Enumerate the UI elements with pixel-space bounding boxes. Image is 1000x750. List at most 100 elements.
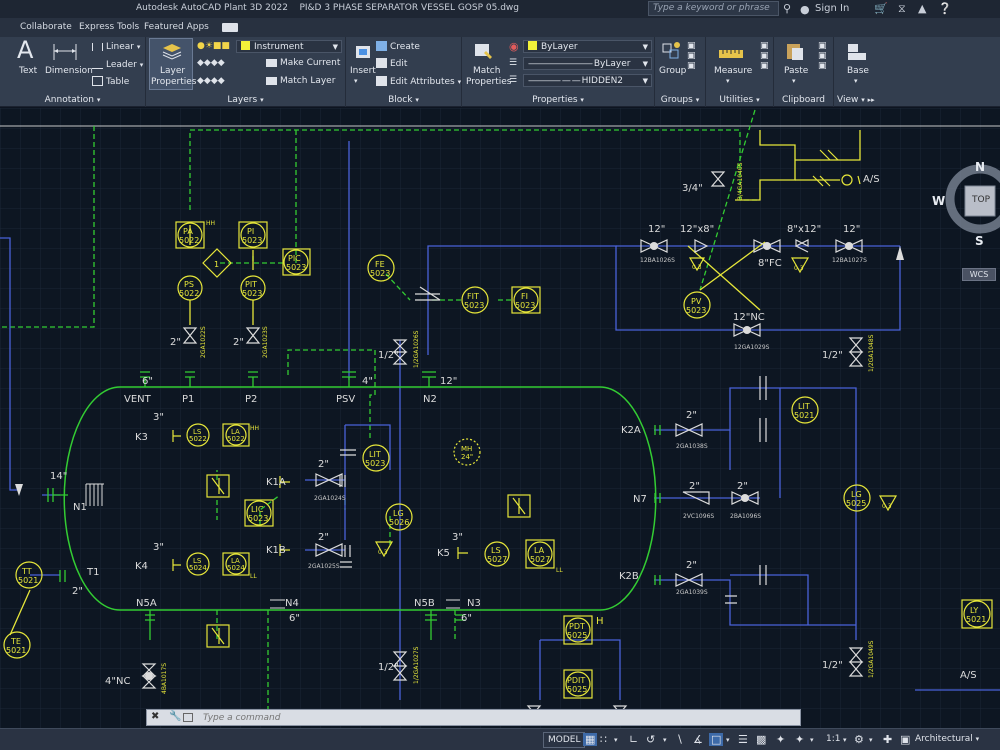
wcs-dropdown[interactable]: WCS [962, 268, 996, 281]
drawing-canvas[interactable]: VENT P1 P2 PSV N2 K3 K4 K1A K1B K5 N1 T1… [0, 108, 1000, 728]
grid-icon[interactable]: ▦ [583, 733, 598, 746]
view-panel-title[interactable]: View ▾ ▸▸ [837, 95, 875, 105]
search-icon[interactable]: ⚲ [783, 2, 792, 15]
viewcube-west[interactable]: W [932, 194, 946, 208]
tab-featured-apps[interactable]: Featured Apps [144, 22, 209, 32]
screen-icon[interactable]: ▣ [900, 733, 911, 746]
create-block-button[interactable]: Create [376, 41, 420, 52]
make-current-button[interactable]: Make Current [266, 58, 340, 68]
annotation-dropdown-icon[interactable]: ▾ [810, 736, 814, 744]
utility-tools-icons[interactable]: ▣▣▣ [760, 41, 769, 71]
tag-number: 5023 [286, 263, 306, 272]
current-layer-dropdown[interactable]: Instrument▼ [236, 40, 342, 53]
valves[interactable] [141, 171, 864, 721]
tag-pv: PV [691, 297, 702, 306]
cart-icon[interactable]: 🛒 [874, 2, 888, 15]
properties-panel-title[interactable]: Properties ▾ [532, 95, 584, 105]
snap-dropdown-icon[interactable]: ▾ [614, 736, 618, 744]
wrench-icon[interactable]: 🔧 [169, 711, 182, 722]
separator-vessel[interactable] [63, 386, 657, 611]
viewcube[interactable]: N W S TOP [932, 160, 1000, 248]
dimension-button[interactable]: Dimension [45, 66, 93, 76]
linetype-dropdown[interactable]: ———————— ByLayer▼ [523, 57, 652, 70]
lineweight-display-icon[interactable]: ☰ [738, 733, 748, 746]
user-icon[interactable]: ● [800, 3, 810, 16]
autodesk-app-icon[interactable]: ▲ [918, 2, 927, 15]
linear-button[interactable]: Linear ▾ [92, 42, 140, 52]
create-block-icon [376, 41, 387, 51]
paste-button[interactable]: Paste [784, 66, 809, 76]
groups-panel-title[interactable]: Groups ▾ [660, 95, 700, 105]
layer-tools-icons[interactable]: ◆◆◆◆ [197, 58, 225, 68]
viewcube-top-face[interactable]: TOP [972, 195, 991, 205]
close-icon[interactable]: ✖ [151, 711, 160, 722]
tag-pa: PA [183, 227, 193, 236]
leader-button[interactable]: Leader ▾ [92, 59, 143, 70]
match-layer-button[interactable]: Match Layer [266, 76, 335, 86]
snap-icon[interactable]: ∷ [600, 733, 607, 746]
paste-dropdown-icon[interactable]: ▾ [792, 77, 796, 85]
utilities-panel-title[interactable]: Utilities ▾ [719, 95, 760, 105]
edit-block-button[interactable]: Edit [376, 58, 407, 69]
annotation-scale-icon[interactable]: ✦ [795, 733, 805, 746]
scale-dropdown-icon[interactable]: ▾ [843, 736, 847, 744]
pid-drawing[interactable]: VENT P1 P2 PSV N2 K3 K4 K1A K1B K5 N1 T1… [0, 108, 1000, 728]
valve-tag: 2VC1096S [683, 513, 714, 520]
model-space-button[interactable]: MODEL [543, 732, 586, 748]
measure-button[interactable]: Measure [714, 66, 753, 76]
instrument-bubbles[interactable] [3, 149, 993, 699]
nozzle-label-p2: P2 [245, 394, 257, 405]
tag-number: 5023 [248, 514, 268, 523]
add-icon[interactable]: ✚ [883, 733, 893, 746]
command-history-icon[interactable] [183, 713, 193, 722]
tab-overflow-icon[interactable] [222, 23, 238, 32]
layer-tools-icons-2[interactable]: ◆◆◆◆ [197, 76, 225, 86]
transparency-icon[interactable]: ▩ [756, 733, 767, 746]
color-dropdown[interactable]: ByLayer▼ [523, 40, 652, 53]
layer-state-icons[interactable]: ●☀■■ [197, 41, 230, 51]
polar-dropdown-icon[interactable]: ▾ [663, 736, 667, 744]
clipboard-panel-title[interactable]: Clipboard [782, 95, 825, 105]
lineweight-dropdown[interactable]: ———— — — HIDDEN2▼ [523, 74, 652, 87]
base-button[interactable]: Base [847, 66, 869, 76]
isodraft-icon[interactable]: ∖ [676, 733, 684, 746]
insert-button[interactable]: Insert [350, 66, 376, 76]
edit-attributes-button[interactable]: Edit Attributes ▾ [376, 76, 461, 87]
match-properties-button[interactable]: Properties [466, 77, 512, 87]
annotation-panel-title[interactable]: Annotation ▾ [44, 95, 101, 105]
object-snap-tracking-icon[interactable]: ∡ [693, 733, 703, 746]
clipboard-tools-icons[interactable]: ▣▣▣ [818, 41, 827, 71]
group-button[interactable]: Group [659, 66, 687, 76]
layer-color-swatch [241, 41, 250, 50]
tag-fit: FIT [467, 292, 479, 301]
workspace-dropdown-icon[interactable]: ▾ [869, 736, 873, 744]
base-dropdown-icon[interactable]: ▾ [854, 77, 858, 85]
osnap-dropdown-icon[interactable]: ▾ [726, 736, 730, 744]
command-input[interactable] [203, 711, 793, 724]
workspace-gear-icon[interactable]: ⚙ [854, 733, 864, 746]
dimension-icon [53, 44, 77, 60]
title-bar: Autodesk AutoCAD Plant 3D 2022 PI&D 3 PH… [0, 0, 1000, 18]
marker-note: 0.3 [794, 265, 804, 272]
object-snap-icon[interactable]: □ [709, 733, 724, 746]
block-panel-title[interactable]: Block ▾ [388, 95, 419, 105]
units-dropdown[interactable]: Architectural ▾ [915, 734, 980, 744]
polar-icon[interactable]: ↺ [646, 733, 656, 746]
layers-panel-title[interactable]: Layers ▾ [227, 95, 264, 105]
table-button[interactable]: Table [92, 76, 129, 87]
tab-express-tools[interactable]: Express Tools [79, 22, 140, 32]
viewcube-south[interactable]: S [975, 234, 984, 248]
insert-dropdown-icon[interactable]: ▾ [354, 77, 358, 85]
selection-cycling-icon[interactable]: ✦ [776, 733, 786, 746]
tab-collaborate[interactable]: Collaborate [20, 22, 72, 32]
text-button[interactable]: Text [19, 66, 38, 76]
ortho-icon[interactable]: ∟ [629, 733, 639, 746]
help-search-input[interactable]: Type a keyword or phrase [648, 1, 779, 16]
group-tools-icons[interactable]: ▣▣▣ [687, 41, 696, 71]
annotation-scale-value[interactable]: 1:1 [826, 734, 841, 744]
help-icon[interactable]: ❔ [938, 2, 952, 15]
sign-in-button[interactable]: Sign In [815, 3, 850, 14]
measure-dropdown-icon[interactable]: ▾ [726, 77, 730, 85]
share-icon[interactable]: ⧖ [898, 2, 906, 15]
viewcube-north[interactable]: N [975, 160, 986, 174]
